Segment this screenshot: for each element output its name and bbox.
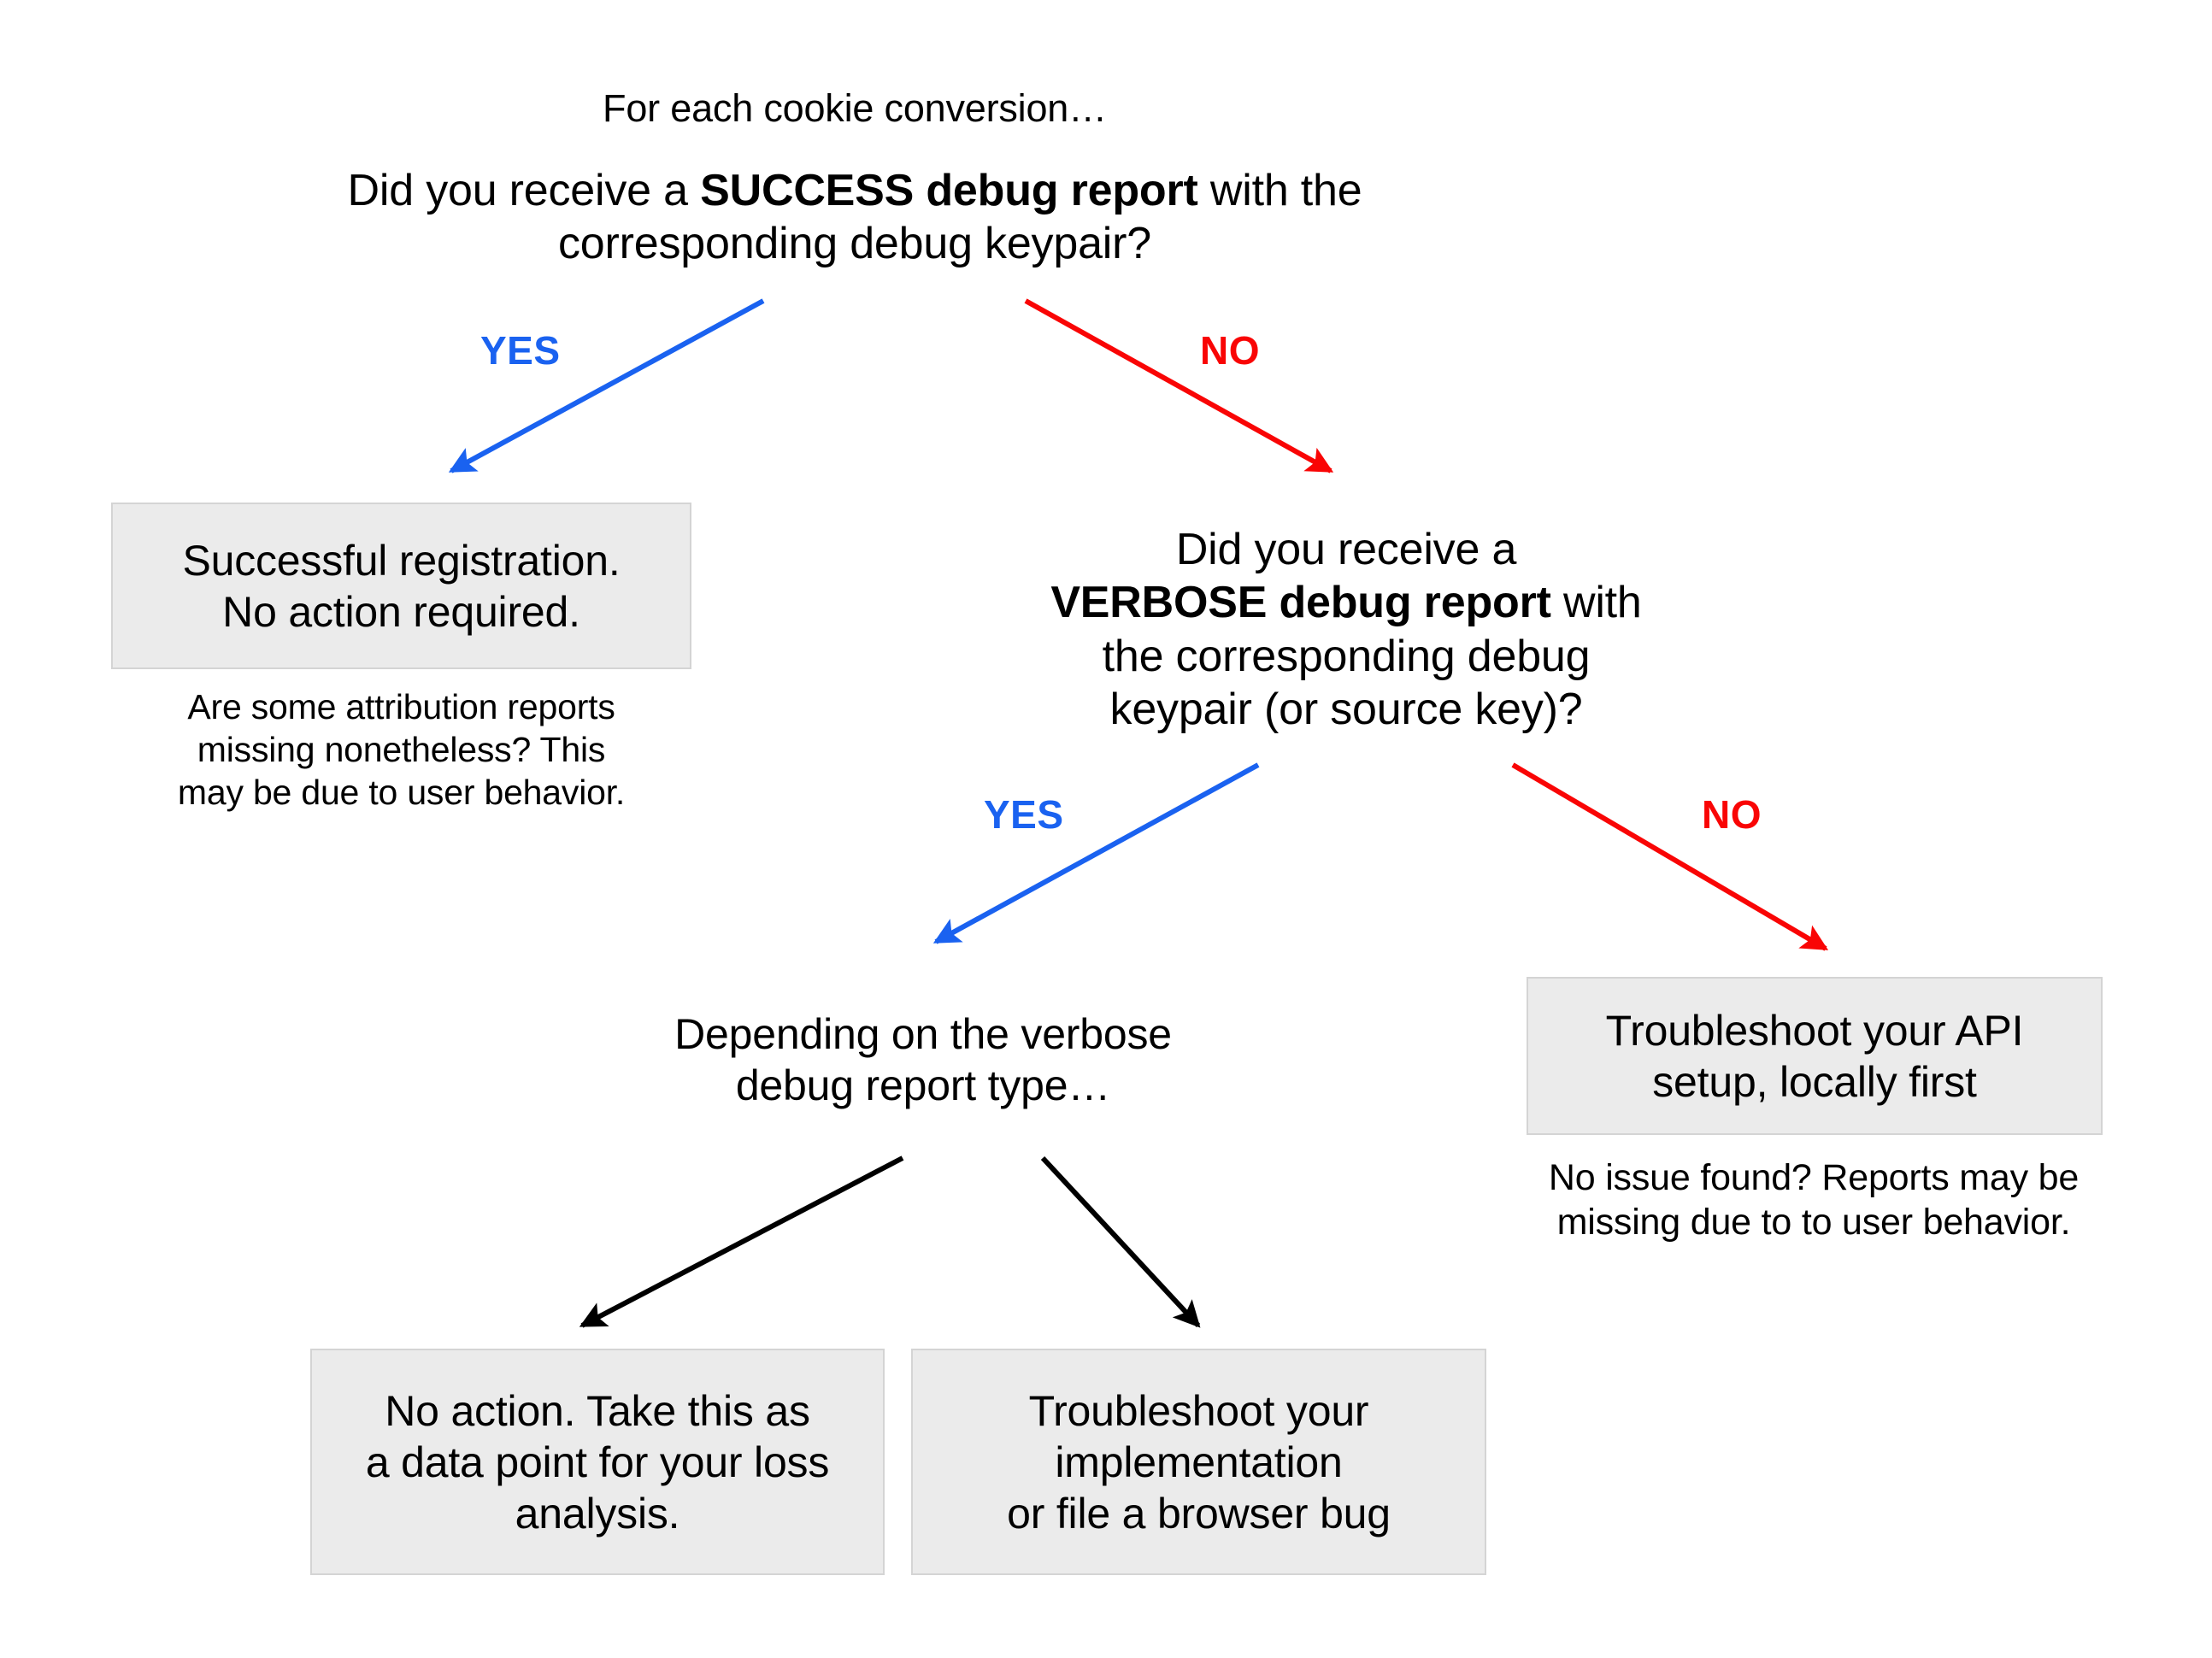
box-successful-registration[interactable]: Successful registration. No action requi…: [111, 503, 691, 669]
edge-label-no-branch1: NO: [1200, 328, 1260, 373]
arrow-no-branch1: [1024, 298, 1334, 473]
verbose-question-post: with the corresponding debug keypair (or…: [1102, 578, 1642, 735]
flowchart-title: For each cookie conversion…: [603, 86, 1107, 130]
root-question-post: with the corresponding debug keypair?: [558, 166, 1362, 269]
edge-label-yes-branch2: YES: [984, 792, 1064, 837]
root-question-strong: SUCCESS debug report: [700, 166, 1198, 215]
edge-label-no-branch2: NO: [1702, 792, 1762, 837]
verbose-question-pre: Did you receive a: [1175, 525, 1517, 574]
annotation-success: Are some attribution reports missing non…: [177, 687, 626, 813]
arrow-yes-branch1: [448, 298, 765, 473]
edge-label-yes-branch1: YES: [480, 328, 561, 373]
arrow-leaf-left: [579, 1155, 904, 1328]
verbose-question: Did you receive a VERBOSE debug report w…: [1017, 523, 1675, 737]
depends-text: Depending on the verbose debug report ty…: [674, 1010, 1172, 1109]
box-troubleshoot-api[interactable]: Troubleshoot your API setup, locally fir…: [1527, 977, 2103, 1135]
arrow-leaf-right: [1040, 1155, 1201, 1328]
box-no-action-loss-analysis[interactable]: No action. Take this as a data point for…: [310, 1349, 885, 1575]
root-question: Did you receive a SUCCESS debug report w…: [282, 164, 1427, 271]
root-question-pre: Did you receive a: [347, 166, 701, 215]
box-troubleshoot-implementation[interactable]: Troubleshoot your implementation or file…: [911, 1349, 1486, 1575]
verbose-question-strong: VERBOSE debug report: [1050, 578, 1551, 628]
arrow-no-branch2: [1511, 762, 1829, 951]
annotation-api: No issue found? Reports may be missing d…: [1548, 1157, 2080, 1244]
